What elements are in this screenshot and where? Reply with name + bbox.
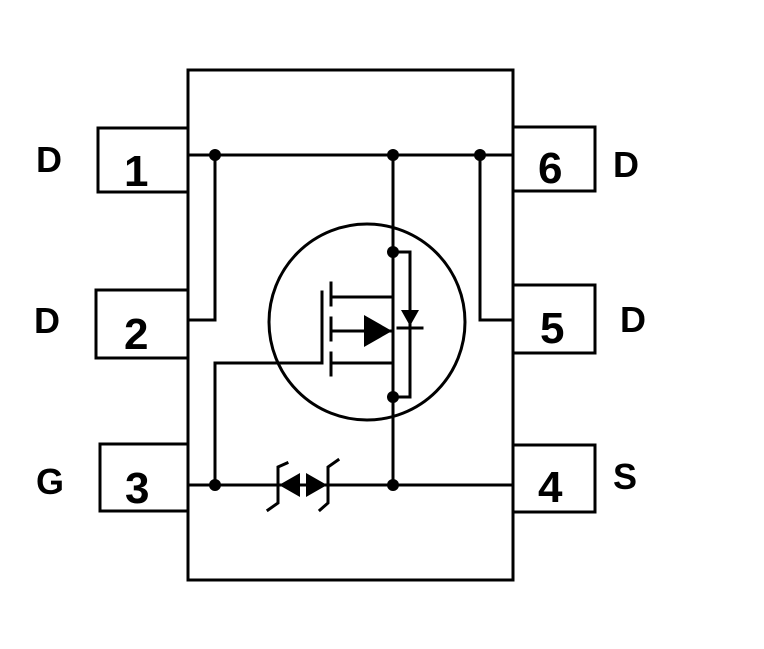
pin-number-3: 3 (125, 464, 149, 513)
drain-wiring (186, 153, 515, 322)
pin-pad-4 (511, 443, 597, 514)
pin-pad-6 (511, 125, 597, 193)
pin-number-4: 4 (538, 463, 563, 512)
mosfet-symbol (267, 222, 467, 422)
pin-label-2: D (34, 300, 60, 341)
pin-label-3: G (36, 461, 64, 502)
pin-number-6: 6 (538, 144, 562, 193)
zener-right-icon (306, 473, 327, 497)
junction-dots (209, 149, 486, 491)
pin-label-5: D (620, 299, 646, 340)
pin-number-1: 1 (124, 147, 148, 196)
pin-number-5: 5 (540, 304, 564, 353)
pin-label-1: D (36, 139, 62, 180)
pin-label-4: S (613, 456, 637, 497)
pin-pad-1 (96, 126, 190, 194)
source-gate-wiring (186, 361, 515, 487)
pin-pad-2 (94, 288, 190, 360)
pin-number-2: 2 (124, 310, 148, 359)
mosfet-envelope (267, 222, 467, 422)
pin-label-6: D (613, 144, 639, 185)
body-diode-icon (401, 310, 419, 326)
pin-pad-3 (98, 442, 190, 513)
zener-left-icon (279, 473, 300, 497)
esd-zener-diodes (265, 457, 341, 513)
